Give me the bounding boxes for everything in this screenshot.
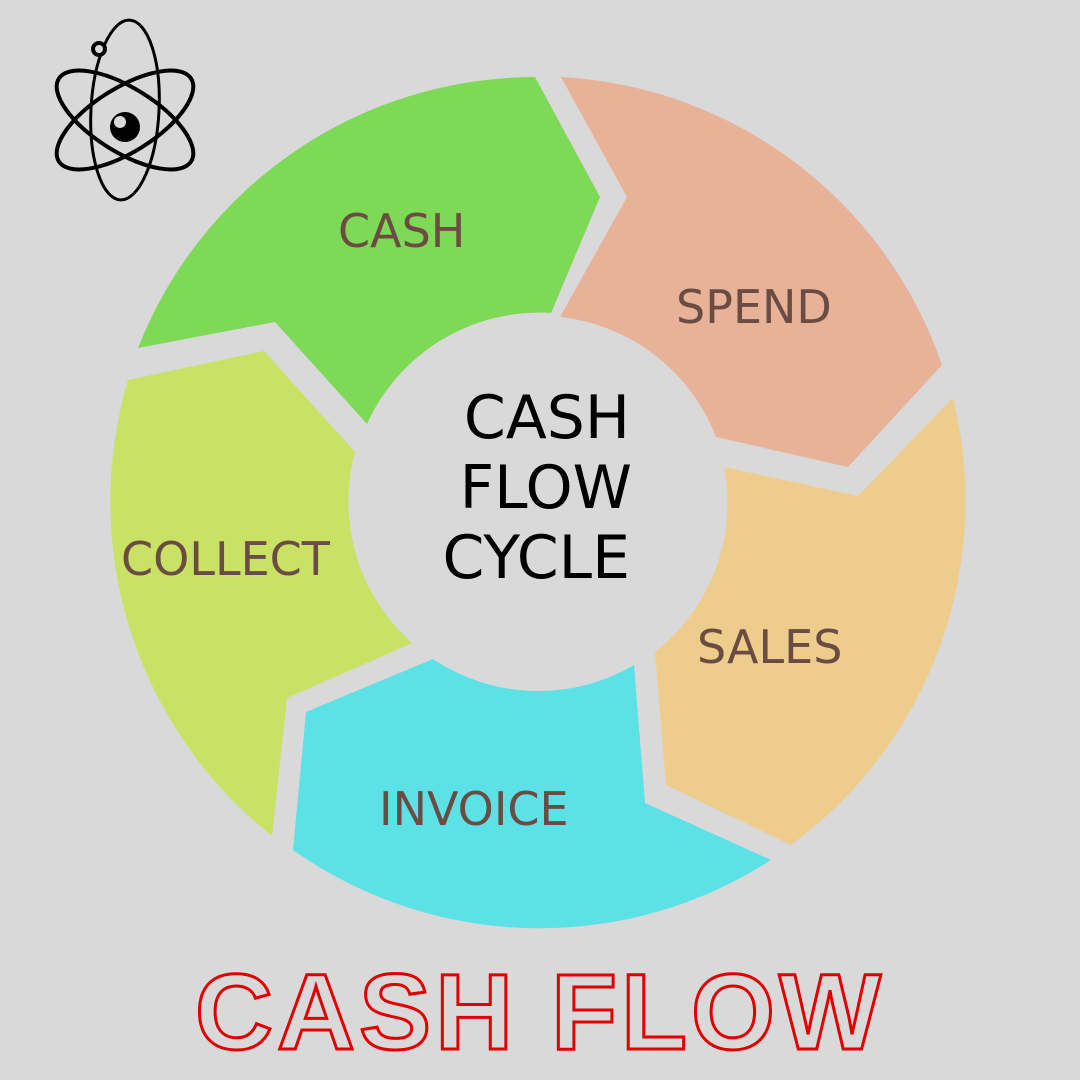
atom-icon (54, 18, 196, 202)
segment-label-cash: CASH (338, 204, 466, 258)
segment-sales (655, 398, 966, 845)
segment-label-spend: SPEND (676, 280, 832, 334)
segment-label-invoice: INVOICE (379, 782, 569, 836)
footer-title: CASH FLOW (194, 951, 885, 1072)
segment-spend (560, 77, 942, 467)
center-title: CASH FLOW CYCLE (400, 383, 670, 593)
center-title-line-1: CASH (463, 383, 630, 453)
segment-label-collect: COLLECT (121, 532, 330, 586)
segment-label-sales: SALES (697, 620, 843, 674)
center-title-line-2: FLOW (459, 453, 632, 523)
segment-cash (138, 77, 600, 424)
segment-invoice (293, 659, 771, 929)
center-title-line-3: CYCLE (442, 523, 630, 593)
segment-collect (110, 351, 412, 836)
